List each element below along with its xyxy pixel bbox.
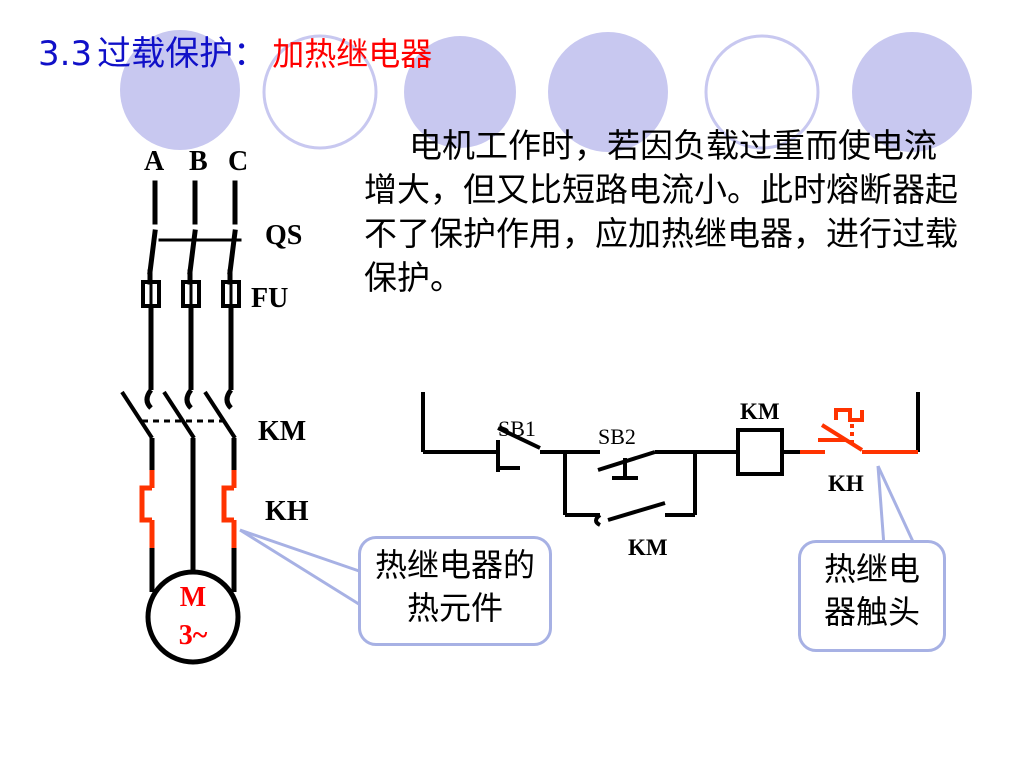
motor-symbol [145, 569, 241, 665]
kh-label: KH [265, 496, 309, 527]
qs-blade [227, 229, 238, 275]
km-aux-label: KM [628, 535, 668, 560]
kh-thermal-symbol [834, 408, 864, 422]
page-title: 3.3 过载保护： 加热继电器 [38, 26, 432, 75]
sb1-label: SB1 [498, 416, 536, 441]
phase-label-c: C [228, 146, 249, 177]
callout-thermal-element-text: 热继电器的热元件 [375, 546, 536, 627]
phase-label-b: B [189, 146, 208, 177]
km-aux-contact [607, 501, 666, 522]
kh-contact-label: KH [828, 471, 864, 496]
km-contact-hook [144, 388, 154, 410]
fu-label: FU [251, 283, 289, 314]
title-main: 过载保护： [97, 34, 268, 74]
kh-thermal-elements [139, 470, 237, 548]
pointer-thermal-contact [876, 465, 917, 547]
qs-blade [147, 229, 158, 275]
deco-circle [852, 32, 972, 152]
kh-contact [800, 408, 918, 454]
km-aux-hook [594, 513, 602, 527]
deco-circle [704, 34, 820, 150]
callout-thermal-contact-text: 热继电器触头 [823, 550, 920, 631]
main-circuit-lower [120, 306, 237, 592]
deco-circle [120, 30, 240, 150]
pointer-thermal-element [239, 528, 363, 608]
motor-label: M [179, 582, 207, 613]
motor-phase-label: 3~ [178, 620, 208, 651]
control-circuit [421, 392, 920, 527]
kh-contact-blade [820, 423, 864, 452]
deco-circle [404, 36, 516, 148]
main-circuit [147, 180, 242, 285]
km-blade [120, 390, 154, 440]
kh-element [139, 485, 152, 523]
deco-circle [262, 34, 378, 150]
qs-label: QS [265, 220, 303, 251]
qs-blade [187, 229, 198, 275]
km-coil-label: KM [740, 399, 780, 424]
callout-thermal-element: 热继电器的热元件 [358, 536, 552, 646]
title-sub: 加热继电器 [272, 35, 433, 73]
km-blade [203, 390, 237, 440]
km-blade [162, 390, 196, 440]
km-contact-hook [184, 388, 194, 410]
title-number: 3.3 [38, 34, 93, 74]
pointer-thermal-contact [876, 465, 886, 547]
deco-circle [548, 32, 668, 152]
description-text: 电机工作时，若因负载过重而使电流增大，但又比短路电流小。此时熔断器起不了保护作用… [364, 124, 968, 300]
description-body: 电机工作时，若因负载过重而使电流增大，但又比短路电流小。此时熔断器起不了保护作用… [364, 126, 958, 297]
sb1-contact [497, 426, 541, 450]
callout-thermal-contact: 热继电器触头 [798, 540, 946, 652]
km-label: KM [258, 416, 307, 447]
km-coil [736, 428, 784, 476]
km-contact-hook [224, 388, 234, 410]
callout-pointers [239, 465, 917, 608]
sb2-label: SB2 [598, 424, 636, 449]
kh-element [221, 485, 234, 523]
pointer-thermal-element [239, 528, 363, 574]
phase-label-a: A [144, 146, 165, 177]
